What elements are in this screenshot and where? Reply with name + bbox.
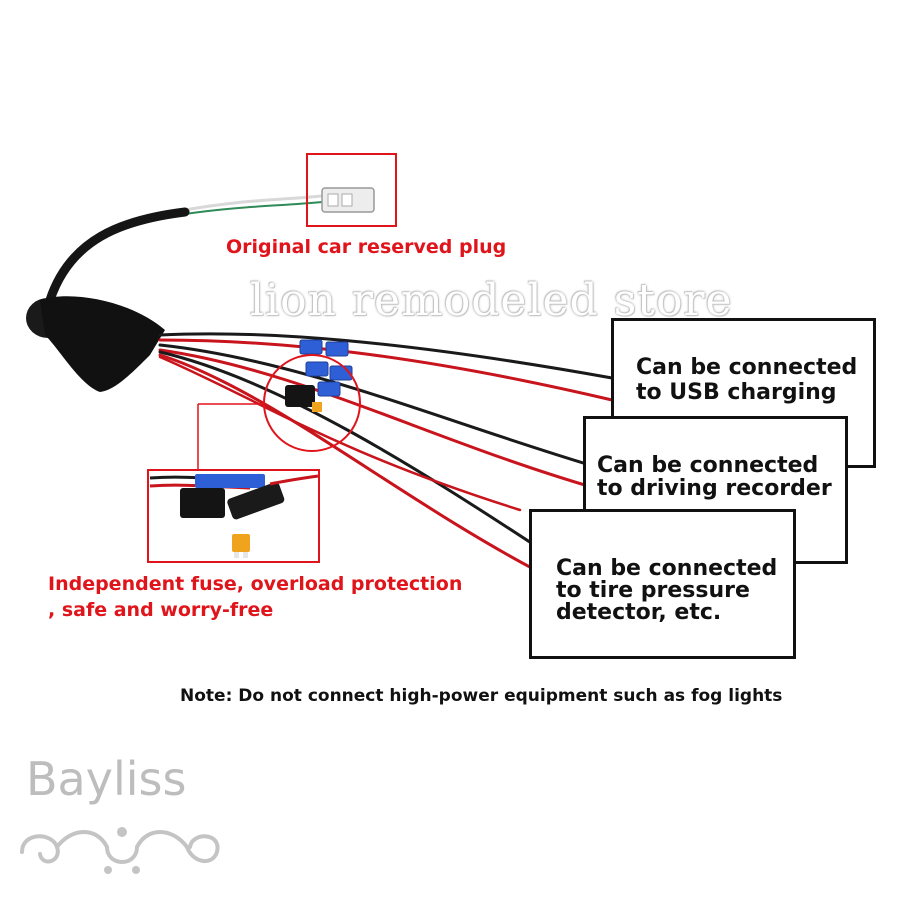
warning-note: Note: Do not connect high-power equipmen… [180,686,783,706]
fuse-label-line2: , safe and worry-free [48,599,274,621]
reserved-plug-highlight [306,153,397,227]
main-cable [45,207,190,305]
fuse-closeup-frame [147,469,320,563]
harness-body [40,296,165,392]
brand-name: Bayliss [26,752,187,806]
callout-tire-line1: Can be connected [556,556,778,581]
reserved-plug-label: Original car reserved plug [226,236,507,258]
closeup-output-wire [269,474,319,486]
callout-tire-line2: to tire pressure [556,578,750,603]
callout-recorder-line1: Can be connected [597,453,819,478]
fuse-closeup [149,474,319,558]
plug-wire-white [184,194,323,212]
fuse-label-line1: Independent fuse, overload protection [48,573,463,595]
callout-tire-line3: detector, etc. [556,600,722,625]
callout-recorder-line2: to driving recorder [597,476,832,501]
callout-usb-line2: to USB charging [636,380,837,405]
fuse-blade [232,534,250,552]
plug-wire-green [184,201,323,215]
fuse-holder-small [285,385,315,407]
brand-ornament-icon [20,827,220,874]
callout-tire-pressure [529,509,796,659]
fuse-highlight-circle [263,354,361,452]
callout-usb-line1: Can be connected [636,355,858,380]
store-watermark: lion remodeled store [250,275,733,326]
